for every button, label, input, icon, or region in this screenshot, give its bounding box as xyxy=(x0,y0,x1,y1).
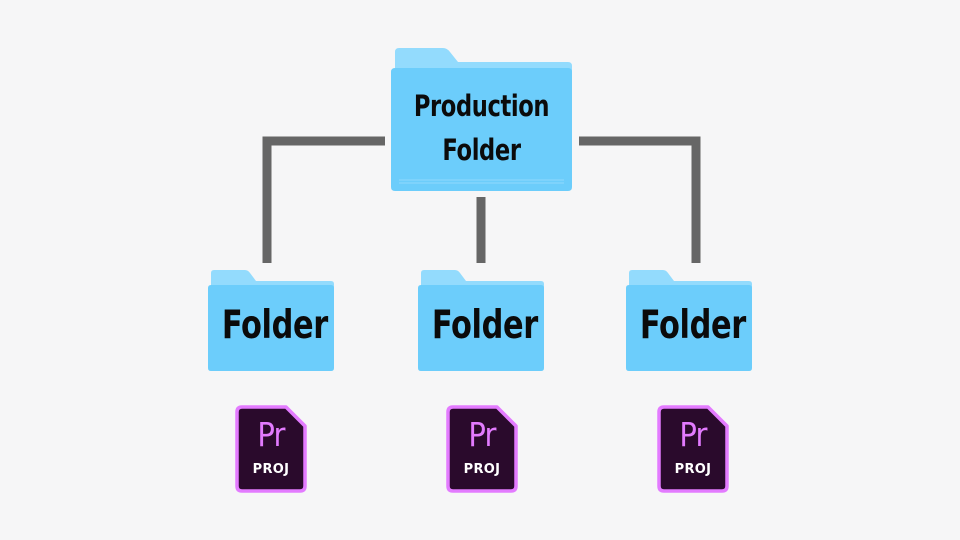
folder-icon xyxy=(418,270,544,371)
connector-right xyxy=(579,136,701,263)
connector-left xyxy=(262,136,385,263)
premiere-letters: Pr xyxy=(679,415,707,454)
premiere-letters: Pr xyxy=(257,415,285,454)
child-folder-1[interactable]: Folder xyxy=(208,270,334,371)
premiere-letters: Pr xyxy=(468,415,496,454)
premiere-project-file-1[interactable]: Pr PROJ xyxy=(235,405,307,493)
file-extension-label: PROJ xyxy=(674,462,712,477)
root-folder-label-line1: Production xyxy=(413,89,550,123)
root-folder-label: Production Folder xyxy=(411,84,552,172)
premiere-project-file-3[interactable]: Pr PROJ xyxy=(657,405,729,493)
premiere-pro-project-icon xyxy=(657,405,729,493)
folder-icon xyxy=(391,48,572,191)
file-extension-label: PROJ xyxy=(463,462,501,477)
child-folder-1-label: Folder xyxy=(221,303,328,348)
file-extension-label: PROJ xyxy=(252,462,290,477)
premiere-pro-project-icon xyxy=(446,405,518,493)
premiere-pro-project-icon xyxy=(235,405,307,493)
child-folder-3-label: Folder xyxy=(639,303,746,348)
child-folder-2[interactable]: Folder xyxy=(418,270,544,371)
root-folder-label-line2: Folder xyxy=(442,133,521,167)
production-folder[interactable]: Production Folder xyxy=(391,48,572,191)
child-folder-2-label: Folder xyxy=(431,303,538,348)
child-folder-3[interactable]: Folder xyxy=(626,270,752,371)
folder-icon xyxy=(626,270,752,371)
folder-icon xyxy=(208,270,334,371)
premiere-project-file-2[interactable]: Pr PROJ xyxy=(446,405,518,493)
